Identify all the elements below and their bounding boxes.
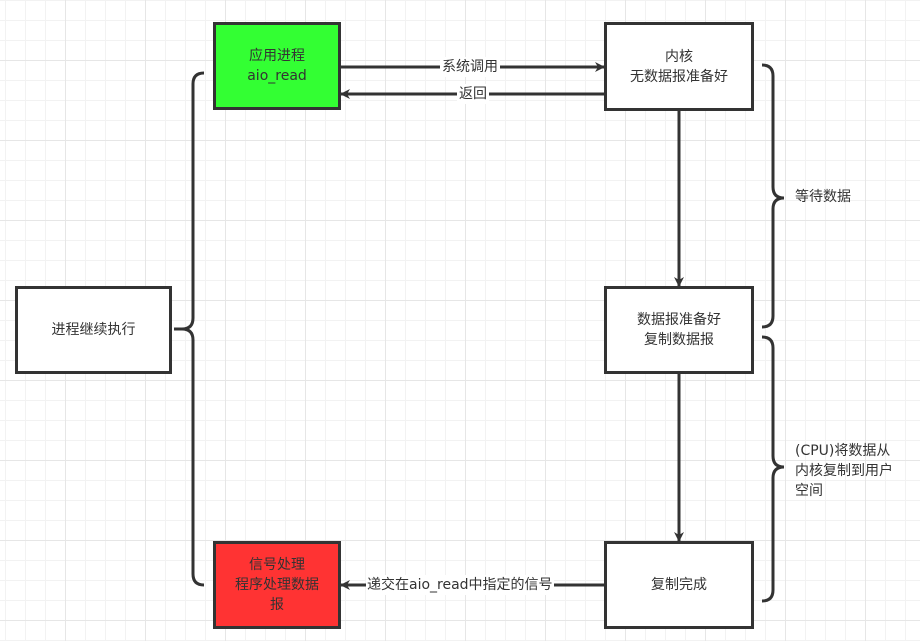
data-ready-label: 数据报准备好 复制数据报 — [637, 312, 721, 348]
syscall-edge-label: 系统调用 — [440, 57, 500, 77]
wait-data-brace — [761, 63, 785, 329]
return-edge-label: 返回 — [457, 84, 489, 104]
copy-data-brace — [761, 335, 785, 603]
process-continues-label: 进程继续执行 — [51, 322, 136, 338]
deliver-signal-edge-label: 递交在aio_read中指定的信号 — [366, 575, 554, 595]
app-process-label: 应用进程 aio_read — [247, 48, 307, 84]
app-process-node[interactable]: 应用进程 aio_read — [213, 22, 341, 110]
copy-data-note: (CPU)将数据从 内核复制到用户 空间 — [795, 443, 893, 499]
copy-done-node[interactable]: 复制完成 — [604, 541, 754, 629]
copy-done-label: 复制完成 — [651, 577, 707, 593]
signal-handler-node[interactable]: 信号处理 程序处理数据 报 — [213, 541, 341, 629]
kernel-no-data-label: 内核 无数据报准备好 — [630, 48, 728, 85]
wait-data-note: 等待数据 — [795, 189, 851, 205]
kernel-no-data-node[interactable]: 内核 无数据报准备好 — [604, 22, 754, 111]
signal-handler-label: 信号处理 程序处理数据 报 — [235, 557, 319, 613]
process-continues-node[interactable]: 进程继续执行 — [15, 286, 172, 374]
data-ready-node[interactable]: 数据报准备好 复制数据报 — [604, 286, 754, 374]
process-continues-brace — [174, 71, 205, 587]
